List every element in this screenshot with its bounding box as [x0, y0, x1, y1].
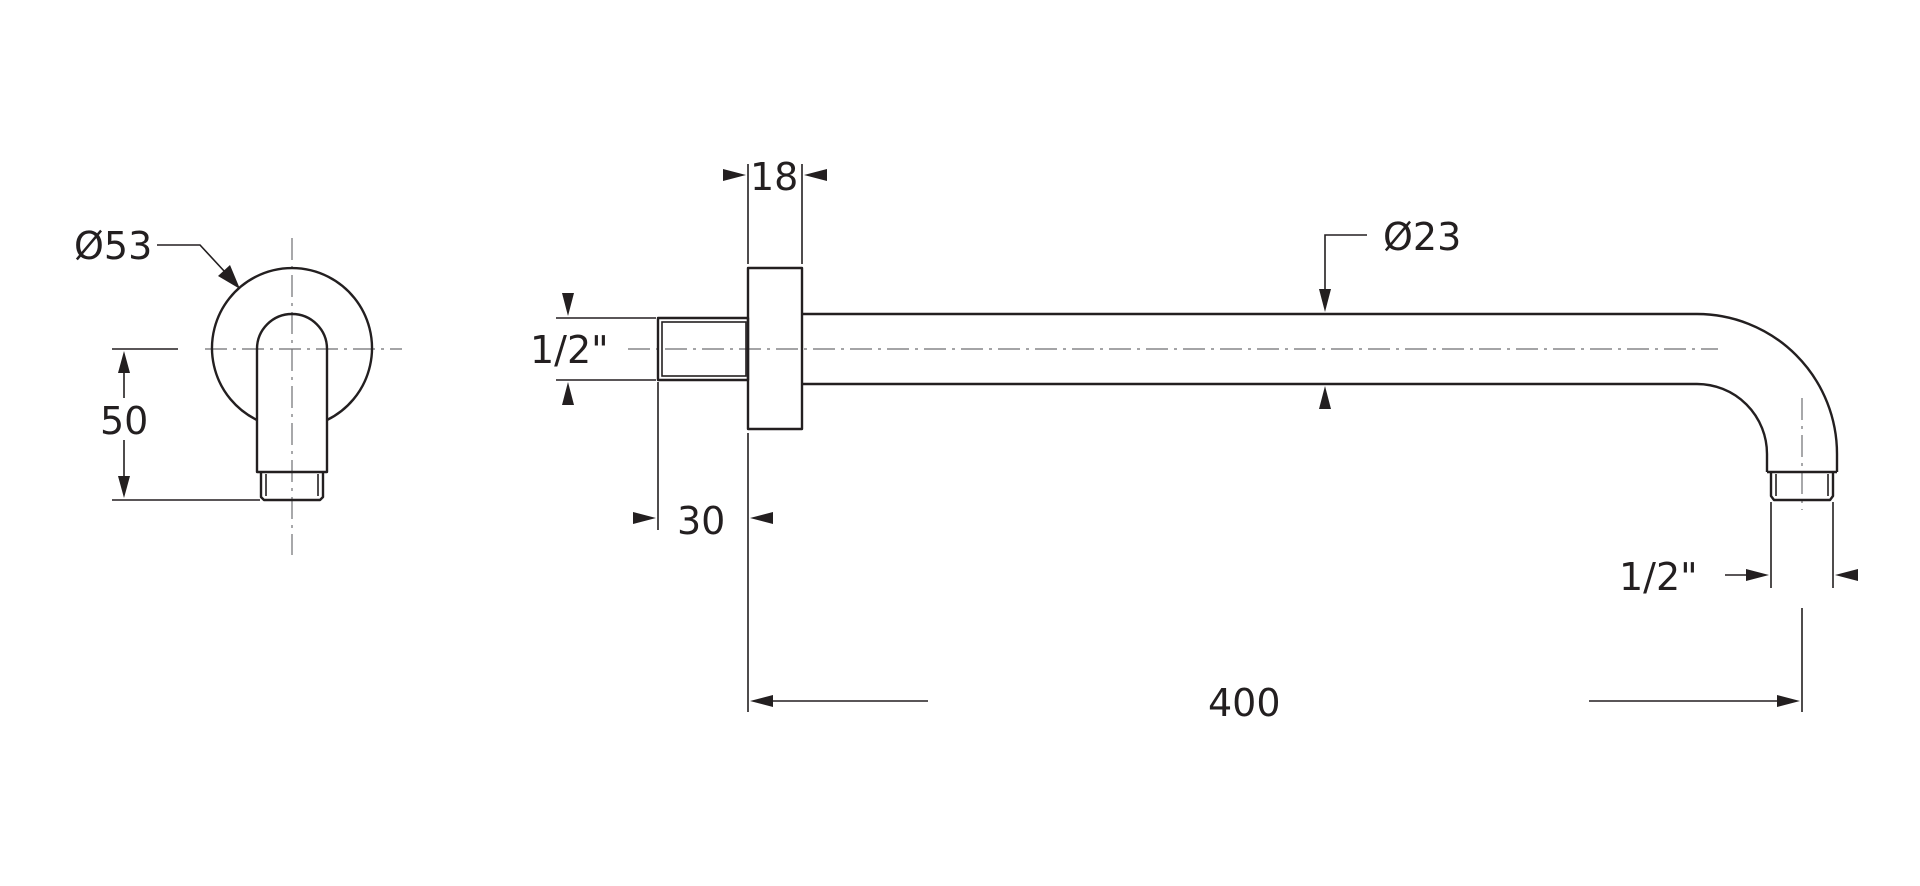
inlet-length-arrow-right [750, 512, 773, 524]
outlet-thread-arrow-right [1835, 569, 1858, 581]
pipe-diameter-leader [1324, 234, 1367, 292]
height-arrow-top [118, 351, 130, 373]
inlet-thread-label: 1/2" [530, 328, 609, 372]
inlet-thread-arrow-bottom [562, 382, 574, 405]
flange-thickness-label: 18 [750, 155, 798, 199]
projection-label: 400 [1208, 681, 1281, 725]
projection-arrow-left [750, 695, 773, 707]
side-view: Ø53 50 [74, 224, 402, 555]
side-view-flange-outline [210, 266, 374, 422]
outlet-thread-label: 1/2" [1619, 555, 1698, 599]
inlet-thread-detail [661, 321, 747, 377]
flange-diameter-arrow [218, 265, 240, 289]
side-view-thread-stub [259, 472, 325, 502]
inlet-thread-arrow-top [562, 293, 574, 316]
flange-thickness-arrow-left [723, 169, 746, 181]
height-label: 50 [100, 399, 148, 443]
flange-thickness-arrow-right [804, 169, 827, 181]
wall-flange [746, 266, 804, 431]
arm-inner-edge [802, 382, 1769, 472]
side-view-arm-outline [255, 312, 329, 474]
front-view: 18 Ø23 1/2" 30 1/2" 400 [530, 155, 1858, 725]
flange-diameter-leader [157, 244, 226, 273]
projection-arrow-right [1777, 695, 1800, 707]
pipe-diameter-arrow-top [1319, 289, 1331, 312]
outlet-thread-stub [1769, 472, 1835, 502]
pipe-diameter-arrow-bottom [1319, 386, 1331, 409]
inlet-length-arrow-left [633, 512, 656, 524]
inlet-length-label: 30 [677, 499, 725, 543]
pipe-diameter-label: Ø23 [1383, 215, 1461, 259]
arm-outer-edge [802, 312, 1839, 472]
flange-diameter-label: Ø53 [74, 224, 152, 268]
outlet-thread-arrow-left [1746, 569, 1769, 581]
height-arrow-bottom [118, 476, 130, 498]
